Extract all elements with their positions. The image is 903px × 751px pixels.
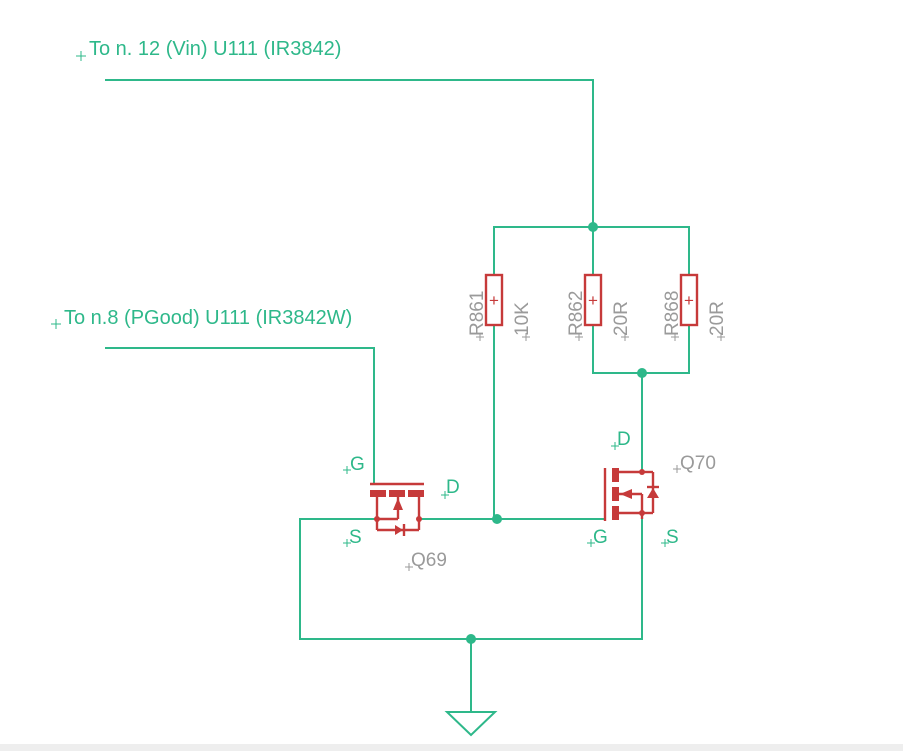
resistor-r862[interactable]: + R862 20R — [566, 273, 632, 341]
resistor-body — [484, 273, 504, 327]
q69-channel-segment — [370, 490, 386, 497]
resistor-ref: R862 — [566, 291, 587, 336]
mosfet-q69[interactable]: G D S Q69 — [343, 454, 460, 571]
q70-gate-label: G — [593, 527, 608, 548]
resistor-value: 20R — [707, 301, 728, 336]
resistor-value: 10K — [512, 302, 533, 336]
mosfet-q70[interactable]: D G S Q70 — [587, 429, 716, 548]
junction-dot — [637, 368, 647, 378]
q69-ref-label: Q69 — [411, 550, 447, 571]
q69-body-arrow — [393, 498, 403, 510]
junction-dot — [466, 634, 476, 644]
resistor-body — [583, 273, 603, 327]
q70-channel-segment — [612, 506, 619, 520]
q70-ref-label: Q70 — [680, 453, 716, 474]
net-label-vin[interactable]: To n. 12 (Vin) U111 (IR3842) — [76, 38, 341, 61]
bottom-scrollbar-track[interactable] — [0, 744, 903, 751]
junctions — [466, 222, 647, 644]
resistor-r861[interactable]: + R861 10K — [467, 273, 533, 341]
resistor-value: 20R — [611, 301, 632, 336]
q70-terminal-dot — [639, 510, 645, 516]
wire-pgood[interactable] — [105, 347, 375, 483]
net-label-pgood-text: To n.8 (PGood) U111 (IR3842W) — [64, 307, 352, 329]
q70-drain-label: D — [617, 429, 631, 450]
q70-channel-segment — [612, 487, 619, 501]
q70-diode-triangle — [647, 488, 659, 498]
q70-terminal-dot — [639, 469, 645, 475]
resistor-plus-mark: + — [489, 291, 499, 310]
net-label-vin-text: To n. 12 (Vin) U111 (IR3842) — [89, 38, 341, 60]
q70-source-label: S — [666, 527, 679, 548]
q70-body-arrow — [620, 489, 632, 499]
wire-ground-loop[interactable] — [299, 518, 643, 640]
wire-vin[interactable] — [105, 79, 594, 228]
q69-terminal-dot — [416, 516, 422, 522]
q69-terminal-dot — [374, 516, 380, 522]
resistor-plus-mark: + — [684, 291, 694, 310]
wires — [105, 79, 690, 737]
junction-dot — [588, 222, 598, 232]
net-label-pgood[interactable]: To n.8 (PGood) U111 (IR3842W) — [51, 307, 352, 329]
resistor-plus-mark: + — [588, 291, 598, 310]
q70-channel-segment — [612, 468, 619, 482]
q69-drain-label: D — [446, 477, 460, 498]
resistor-ref: R861 — [467, 291, 488, 336]
q69-channel-segment — [408, 490, 424, 497]
q69-source-label: S — [349, 527, 362, 548]
resistor-body — [679, 273, 699, 327]
q69-channel-segment — [389, 490, 405, 497]
ground-symbol — [444, 711, 498, 737]
junction-dot — [492, 514, 502, 524]
resistor-ref: R868 — [662, 291, 683, 336]
q69-diode-triangle — [395, 525, 403, 535]
resistor-r868[interactable]: + R868 20R — [662, 273, 728, 341]
q69-gate-label: G — [350, 454, 365, 475]
